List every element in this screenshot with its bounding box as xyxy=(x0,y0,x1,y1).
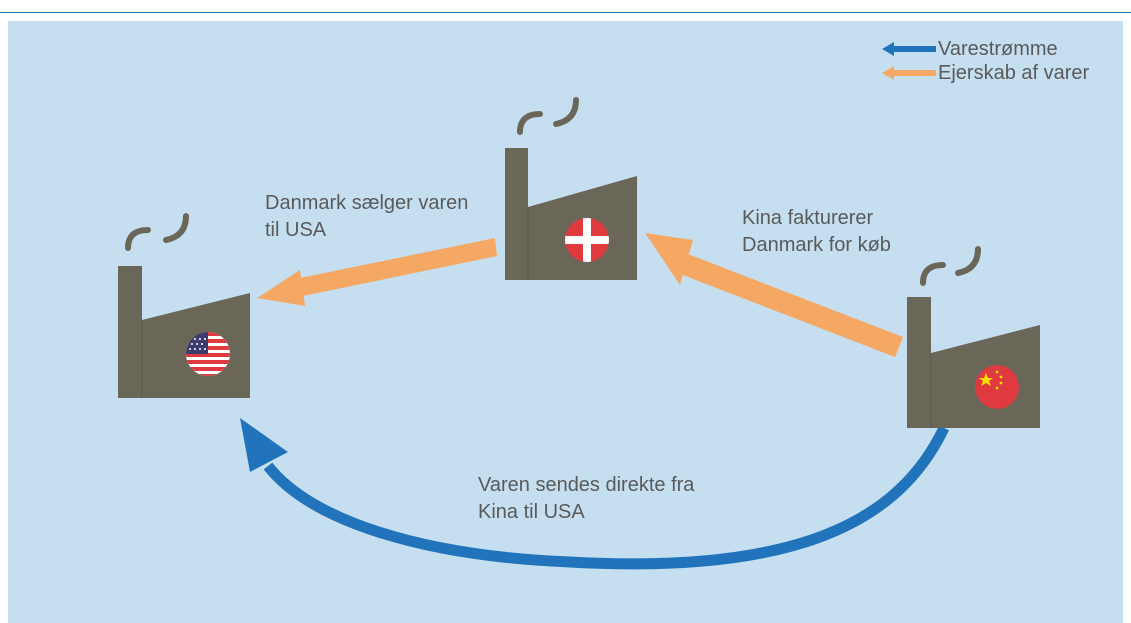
ownership-arrow-cn-to-dk xyxy=(645,233,903,357)
legend: Varestrømme Ejerskab af varer xyxy=(880,37,1089,85)
label-line: Kina fakturerer xyxy=(742,207,874,229)
denmark-flag-icon xyxy=(565,218,609,262)
legend-flow-label: Varestrømme xyxy=(938,38,1058,60)
orange-arrow-icon xyxy=(882,66,936,80)
label-line: Danmark for køb xyxy=(742,234,891,256)
smoke-icon xyxy=(163,213,189,243)
factory-usa xyxy=(118,213,250,398)
legend-item-ownership: Ejerskab af varer xyxy=(880,61,1089,85)
smoke-icon xyxy=(955,246,981,276)
label-line: til USA xyxy=(265,219,327,241)
factory-denmark xyxy=(505,97,637,280)
factory-china xyxy=(907,246,1040,428)
goods-flow-arrow xyxy=(240,418,949,570)
top-rule xyxy=(0,12,1131,13)
smoke-icon xyxy=(125,227,151,251)
legend-item-flow: Varestrømme xyxy=(880,37,1089,61)
ownership-arrow-dk-to-usa xyxy=(257,238,497,306)
smoke-icon xyxy=(517,111,543,135)
label-line: Kina til USA xyxy=(478,501,585,523)
legend-ownership-label: Ejerskab af varer xyxy=(938,62,1090,84)
smoke-icon xyxy=(920,262,946,286)
label-china-invoices: Kina fakturerer Danmark for køb xyxy=(742,205,891,259)
usa-flag-icon xyxy=(186,332,230,376)
smoke-icon xyxy=(553,97,579,127)
blue-arrow-icon xyxy=(882,42,936,56)
label-line: Varen sendes direkte fra xyxy=(478,474,695,496)
china-flag-icon xyxy=(975,365,1019,409)
label-line: Danmark sælger varen xyxy=(265,192,469,214)
label-ships-direct: Varen sendes direkte fra Kina til USA xyxy=(478,472,694,526)
label-denmark-sells: Danmark sælger varen til USA xyxy=(265,190,468,244)
